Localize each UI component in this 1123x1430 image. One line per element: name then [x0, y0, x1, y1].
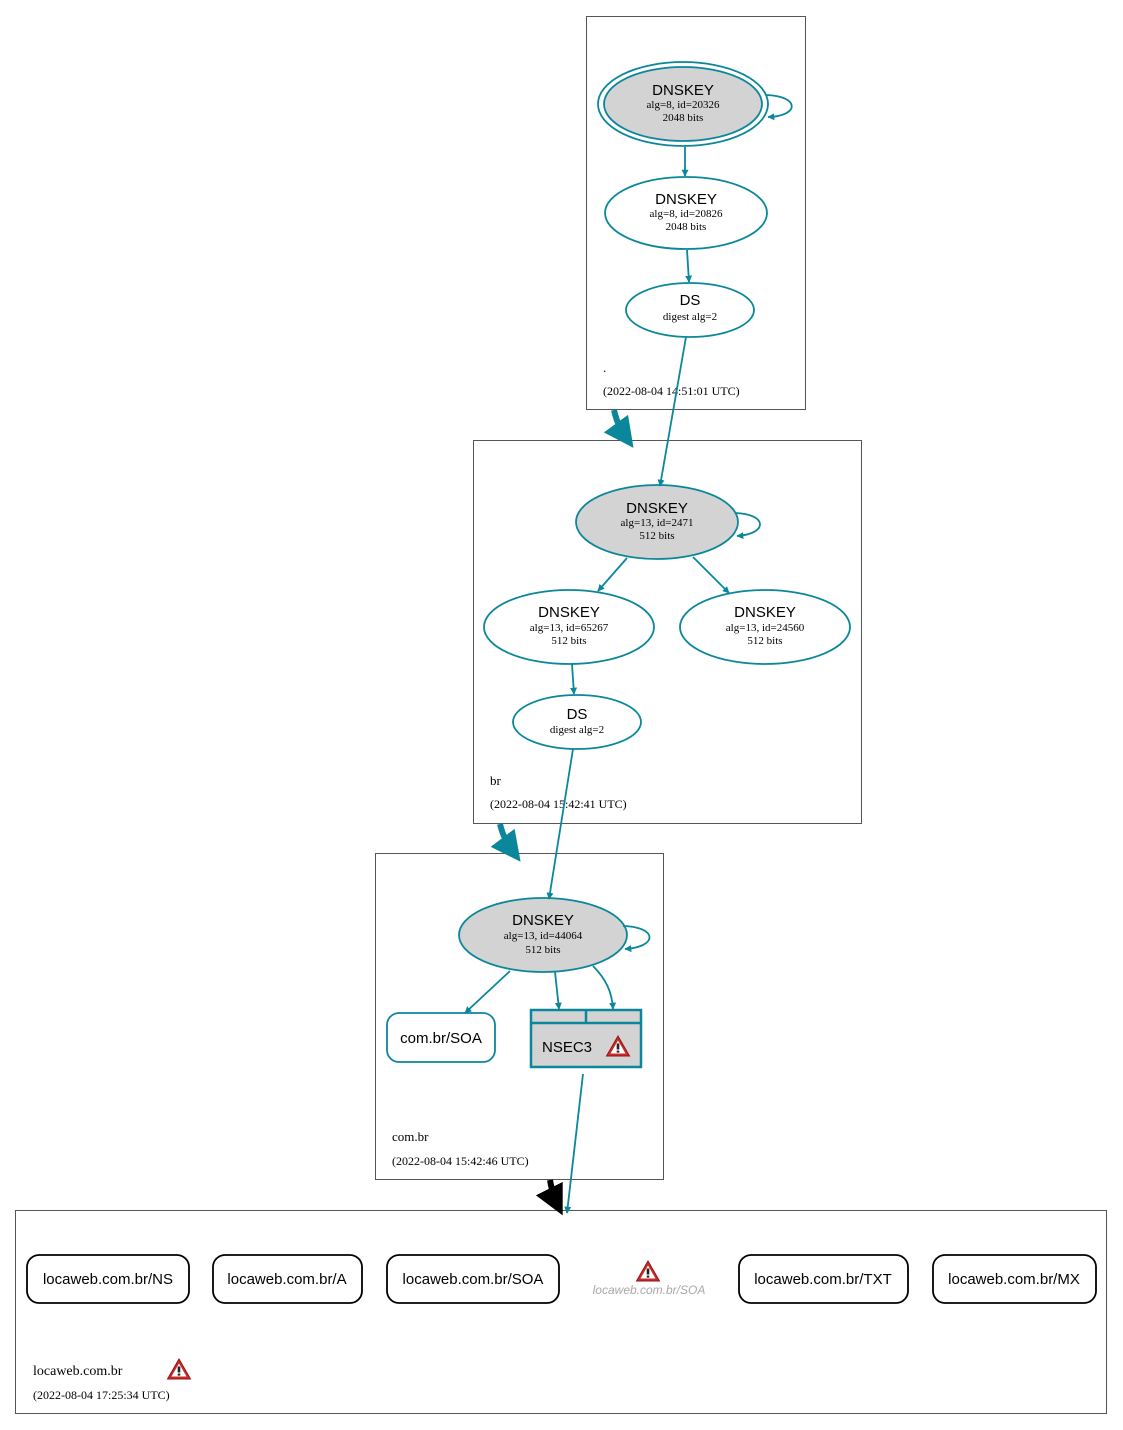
zone-root-name: .	[603, 360, 606, 375]
record-a-label: locaweb.com.br/A	[227, 1271, 346, 1288]
combr-key-node[interactable]: DNSKEY alg=13, id=44064 512 bits	[458, 897, 628, 973]
edge-br-ds-combr-key	[546, 748, 574, 900]
root-ksk-bits: 2048 bits	[663, 112, 704, 124]
root-zsk-node[interactable]: DNSKEY alg=8, id=20826 2048 bits	[604, 176, 768, 250]
record-ns-node[interactable]: locaweb.com.br/NS	[26, 1254, 190, 1304]
zone-root: . (2022-08-04 14:51:01 UTC) DNSKEY alg=8…	[586, 16, 806, 410]
edge-combr-key-self	[622, 925, 651, 953]
edge-br-ksk-self	[734, 512, 761, 540]
record-mx-node[interactable]: locaweb.com.br/MX	[932, 1254, 1097, 1304]
edge-delegation-root-br	[603, 409, 634, 448]
edge-combr-key-nsec3-b	[592, 965, 617, 1010]
br-zsk2-node[interactable]: DNSKEY alg=13, id=24560 512 bits	[679, 589, 851, 665]
zone-br-name: br	[490, 773, 502, 788]
edge-delegation-combr-locaweb	[535, 1179, 563, 1216]
zone-combr-name: com.br	[392, 1129, 429, 1144]
br-zsk1-id: alg=13, id=65267	[530, 622, 609, 634]
record-mx-label: locaweb.com.br/MX	[948, 1271, 1080, 1288]
root-ds-title: DS	[680, 292, 701, 309]
combr-key-id: alg=13, id=44064	[504, 930, 583, 942]
combr-soa-node[interactable]: com.br/SOA	[386, 1012, 496, 1063]
record-ns-label: locaweb.com.br/NS	[43, 1271, 173, 1288]
combr-soa-label: com.br/SOA	[400, 1030, 482, 1047]
br-zsk2-id: alg=13, id=24560	[726, 622, 805, 634]
br-zsk1-bits: 512 bits	[551, 635, 586, 647]
zone-combr: com.br (2022-08-04 15:42:46 UTC) DNSKEY …	[375, 853, 664, 1180]
record-a-node[interactable]: locaweb.com.br/A	[212, 1254, 363, 1304]
br-ds-node[interactable]: DS digest alg=2	[512, 694, 642, 750]
zone-combr-timestamp: (2022-08-04 15:42:46 UTC)	[392, 1154, 529, 1168]
br-ksk-node[interactable]: DNSKEY alg=13, id=2471 512 bits	[575, 484, 739, 560]
zone-root-timestamp: (2022-08-04 14:51:01 UTC)	[603, 384, 740, 398]
record-soa-negative-warning-icon	[636, 1260, 660, 1282]
combr-key-bits: 512 bits	[525, 944, 560, 956]
record-soa-node[interactable]: locaweb.com.br/SOA	[386, 1254, 560, 1304]
root-ksk-id: alg=8, id=20326	[647, 99, 720, 111]
zone-br-timestamp: (2022-08-04 15:42:41 UTC)	[490, 797, 627, 811]
nsec3-node[interactable]: NSEC3	[529, 1008, 643, 1069]
edge-br-ksk-zsk2	[692, 556, 730, 594]
edge-root-zsk-ds	[685, 249, 693, 283]
br-ksk-bits: 512 bits	[639, 530, 674, 542]
root-ds-node[interactable]: DS digest alg=2	[625, 282, 755, 338]
root-ksk-title: DNSKEY	[652, 82, 714, 99]
record-soa-negative-label: locaweb.com.br/SOA	[593, 1283, 706, 1297]
br-ksk-id: alg=13, id=2471	[621, 517, 694, 529]
br-zsk1-node[interactable]: DNSKEY alg=13, id=65267 512 bits	[483, 589, 655, 665]
edge-delegation-br-combr	[490, 823, 521, 862]
edges	[464, 94, 793, 1216]
root-zsk-title: DNSKEY	[655, 191, 717, 208]
zone-locaweb-timestamp: (2022-08-04 17:25:34 UTC)	[33, 1388, 170, 1402]
br-zsk2-title: DNSKEY	[734, 604, 796, 621]
edge-root-ds-br-ksk	[657, 336, 687, 487]
edge-root-ksk-self	[765, 94, 793, 121]
edge-br-ksk-zsk1	[597, 557, 628, 592]
edge-nsec3-locaweb	[564, 1073, 584, 1214]
record-soa-negative-node[interactable]: locaweb.com.br/SOA	[593, 1260, 706, 1297]
br-zsk2-bits: 512 bits	[747, 635, 782, 647]
br-ksk-title: DNSKEY	[626, 500, 688, 517]
br-zsk1-title: DNSKEY	[538, 604, 600, 621]
record-txt-node[interactable]: locaweb.com.br/TXT	[738, 1254, 909, 1304]
zone-locaweb-name: locaweb.com.br	[33, 1364, 123, 1379]
edge-combr-key-nsec3-a	[554, 971, 562, 1010]
root-ds-digest: digest alg=2	[663, 311, 717, 323]
root-zsk-bits: 2048 bits	[666, 221, 707, 233]
record-soa-label: locaweb.com.br/SOA	[403, 1271, 544, 1288]
zone-br: br (2022-08-04 15:42:41 UTC) DNSKEY alg=…	[473, 440, 862, 824]
edge-combr-key-soa	[464, 970, 511, 1014]
nsec3-label: NSEC3	[542, 1039, 592, 1056]
root-zsk-id: alg=8, id=20826	[650, 208, 723, 220]
combr-key-title: DNSKEY	[512, 912, 574, 929]
edge-br-zsk1-ds	[570, 663, 578, 695]
zone-locaweb-warning-icon	[167, 1358, 191, 1380]
zone-locaweb: locaweb.com.br (2022-08-04 17:25:34 UTC)…	[15, 1210, 1107, 1414]
record-txt-label: locaweb.com.br/TXT	[754, 1271, 892, 1288]
br-ds-title: DS	[567, 706, 588, 723]
br-ds-digest: digest alg=2	[550, 724, 604, 736]
root-ksk-node[interactable]: DNSKEY alg=8, id=20326 2048 bits	[597, 61, 769, 147]
